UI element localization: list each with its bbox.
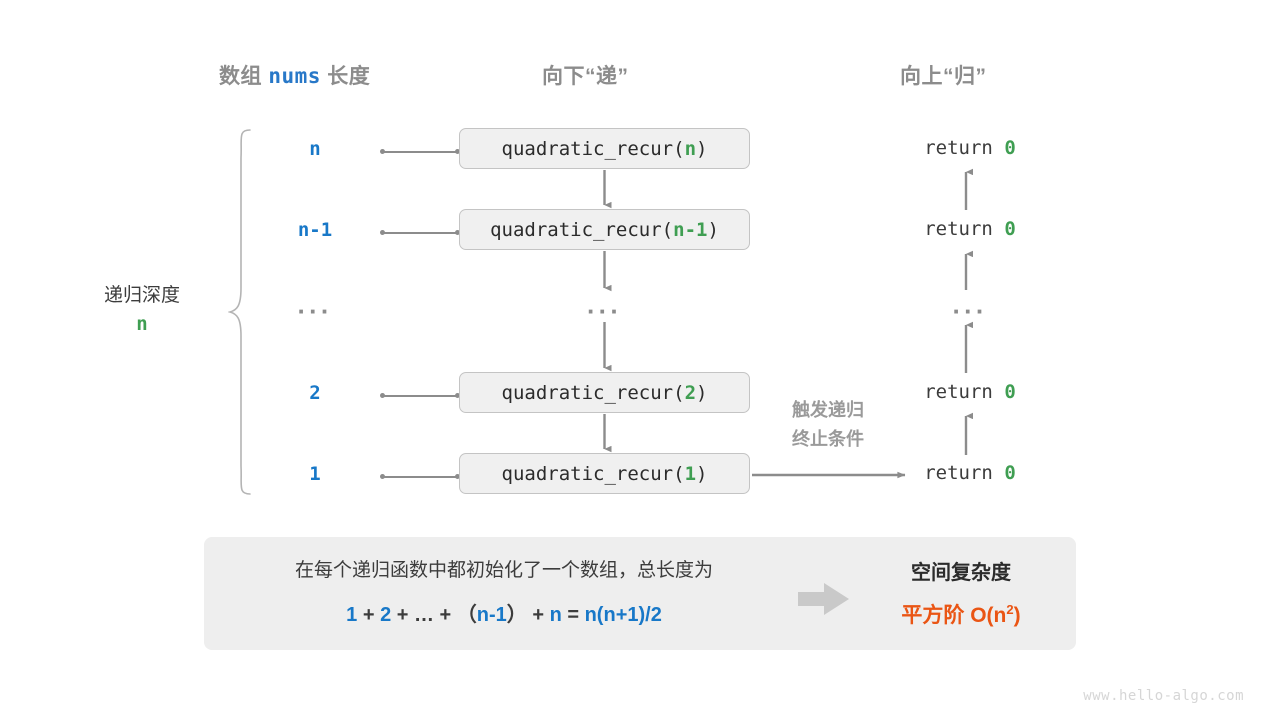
call-box-suffix: ) [696, 381, 708, 404]
array-size-label: 1 [309, 463, 321, 485]
connector-dot-right [455, 393, 460, 398]
complexity-prefix: 平方阶 O(n [901, 604, 1007, 627]
size-to-call-connector [380, 149, 460, 154]
call-box[interactable]: quadratic_recur(2) [459, 372, 750, 413]
formula-op-4: ） + [506, 604, 550, 626]
watermark: www.hello-algo.com [1083, 688, 1244, 704]
formula-op-2: + [391, 604, 414, 626]
complexity-exponent: 2 [1006, 602, 1014, 617]
call-box[interactable]: quadratic_recur(n) [459, 128, 750, 169]
call-box-arg: n-1 [673, 218, 708, 241]
array-size-ellipsis: ··· [297, 296, 333, 326]
formula-op-3: + （ [433, 604, 477, 626]
return-value: 0 [1004, 462, 1016, 484]
recursion-row: n-1 quadratic_recur(n-1) return 0 [0, 209, 1280, 253]
call-box-prefix: quadratic_recur( [501, 381, 685, 404]
return-keyword: return [924, 381, 1005, 403]
connector-line [382, 150, 458, 153]
call-box-suffix: ) [696, 462, 708, 485]
connector-dot-right [455, 474, 460, 479]
call-box[interactable]: quadratic_recur(n-1) [459, 209, 750, 250]
terminate-note-line1: 触发递归 [792, 400, 864, 420]
summary-arrow-icon [798, 583, 849, 615]
return-keyword: return [924, 137, 1005, 159]
complexity-title: 空间复杂度 [911, 562, 1011, 584]
summary-panel: 在每个递归函数中都初始化了一个数组，总长度为 1 + 2 + … + （n-1）… [204, 537, 1076, 650]
size-to-call-connector [380, 393, 460, 398]
column-header-array-length: 数组 nums 长度 [219, 60, 370, 90]
return-value: 0 [1004, 137, 1016, 159]
formula-term-3: … [413, 604, 434, 626]
call-box-prefix: quadratic_recur( [501, 137, 685, 160]
complexity-value: 平方阶 O(n2) [856, 599, 1066, 629]
summary-formula: 1 + 2 + … + （n-1） + n = n(n+1)/2 [224, 598, 784, 627]
summary-right-block: 空间复杂度 平方阶 O(n2) [856, 556, 1066, 629]
return-label: return 0 [875, 137, 1065, 159]
formula-term-4: n-1 [476, 604, 507, 626]
formula-term-1: 1 [346, 604, 358, 626]
terminate-condition-note: 触发递归 终止条件 [753, 396, 903, 454]
call-box-prefix: quadratic_recur( [490, 218, 674, 241]
return-label: return 0 [875, 381, 1065, 403]
formula-term-2: 2 [380, 604, 392, 626]
return-keyword: return [924, 218, 1005, 240]
recursion-depth-label: 递归深度 n [62, 281, 222, 339]
return-value: 0 [1004, 218, 1016, 240]
return-value: 0 [1004, 381, 1016, 403]
call-box-suffix: ) [707, 218, 719, 241]
connector-dot-right [455, 149, 460, 154]
connector-line [382, 231, 458, 234]
call-box[interactable]: quadratic_recur(1) [459, 453, 750, 494]
column-header-descend: 向下“递” [542, 65, 629, 88]
call-box-arg: 2 [684, 381, 697, 404]
recursion-row-ellipsis: ··· ··· ··· [0, 290, 1280, 334]
array-size-label: n-1 [297, 219, 333, 241]
size-to-call-connector [380, 474, 460, 479]
header-left-prefix: 数组 [219, 65, 269, 88]
array-size-label: n [309, 138, 321, 160]
connector-line [382, 394, 458, 397]
return-keyword: return [924, 462, 1005, 484]
recursion-depth-value: n [136, 313, 148, 335]
summary-left-block: 在每个递归函数中都初始化了一个数组，总长度为 1 + 2 + … + （n-1）… [224, 555, 784, 627]
call-box-suffix: ) [696, 137, 708, 160]
connector-line [382, 475, 458, 478]
call-box-ellipsis: ··· [587, 296, 622, 326]
call-box-arg: n [684, 137, 697, 160]
call-box-prefix: quadratic_recur( [501, 462, 685, 485]
return-ellipsis: ··· [952, 296, 988, 326]
return-label: return 0 [875, 218, 1065, 240]
connector-dot-right [455, 230, 460, 235]
header-left-mono: nums [268, 64, 321, 88]
terminate-note-line2: 终止条件 [792, 429, 864, 449]
call-box-arg: 1 [684, 462, 697, 485]
recursion-row: n quadratic_recur(n) return 0 [0, 128, 1280, 172]
size-to-call-connector [380, 230, 460, 235]
array-size-label: 2 [309, 382, 321, 404]
complexity-suffix: ) [1013, 604, 1021, 627]
formula-op-1: + [357, 604, 381, 626]
formula-term-5: n [549, 604, 562, 626]
return-label: return 0 [875, 462, 1065, 484]
formula-op-5: = [561, 604, 585, 626]
recursion-depth-brace [228, 129, 251, 495]
header-left-suffix: 长度 [320, 65, 371, 88]
column-header-ascend: 向上“归” [900, 65, 987, 88]
recursion-depth-text: 递归深度 [103, 285, 180, 306]
formula-term-6: n(n+1)/2 [584, 604, 662, 626]
summary-description: 在每个递归函数中都初始化了一个数组，总长度为 [294, 560, 713, 581]
recursion-row: 2 quadratic_recur(2) return 0 [0, 372, 1280, 416]
recursion-row: 1 quadratic_recur(1) return 0 [0, 453, 1280, 497]
